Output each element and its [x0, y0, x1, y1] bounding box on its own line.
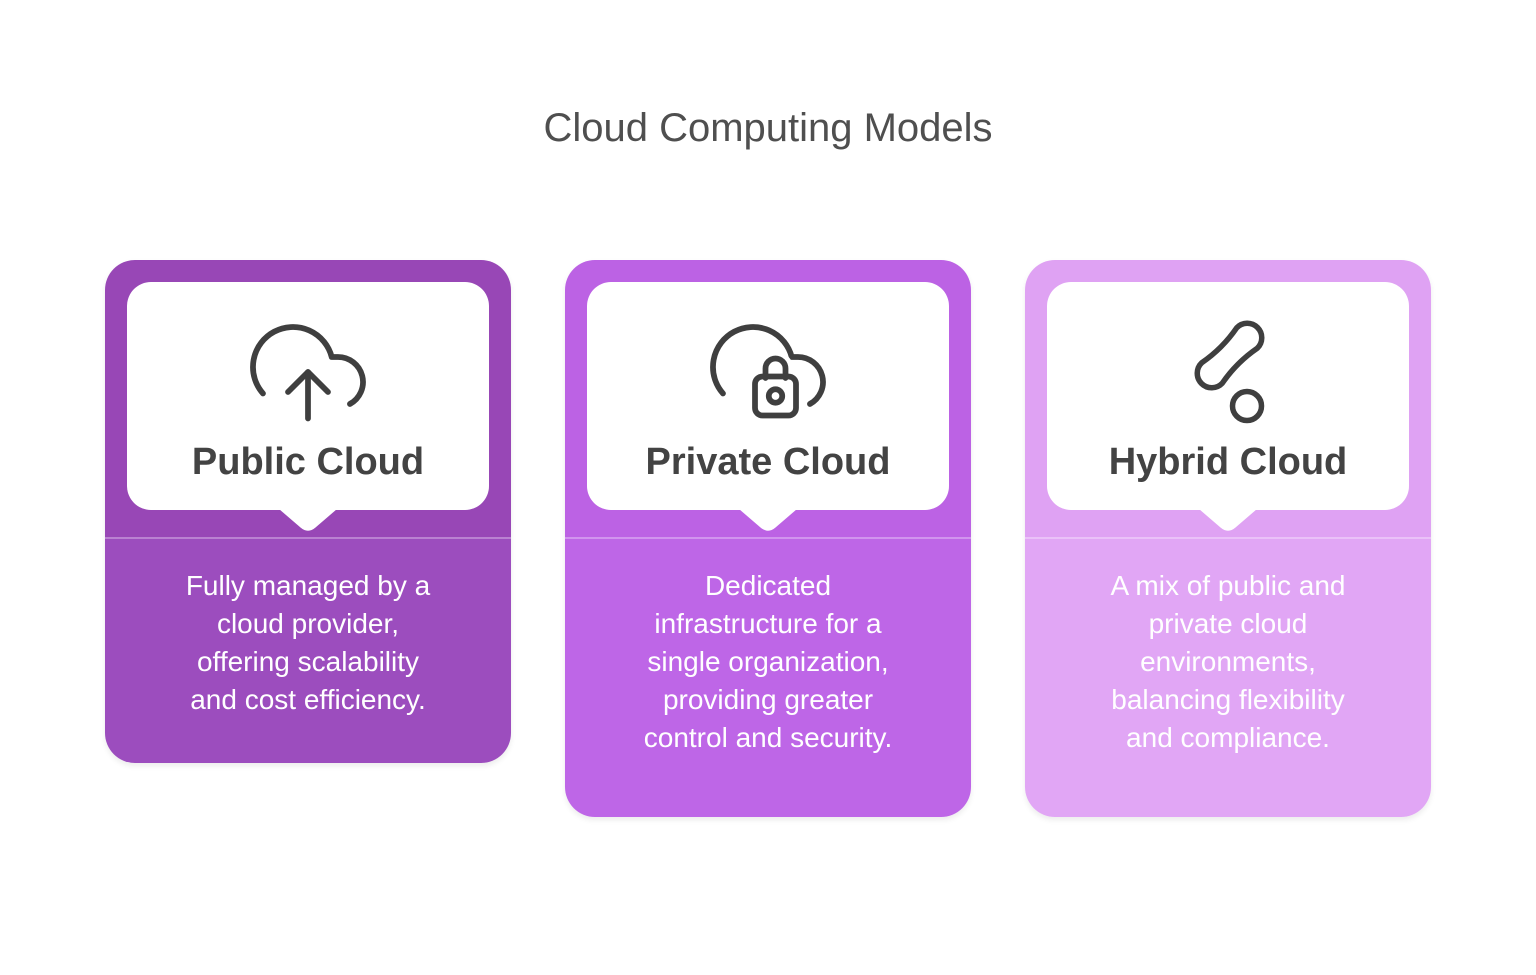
- card-header: Private Cloud: [565, 260, 971, 537]
- card-description: A mix of public and private cloud enviro…: [1110, 570, 1346, 753]
- cards-row: Public Cloud Fully managed by a cloud pr…: [0, 260, 1536, 817]
- icon-box: [248, 306, 368, 438]
- icon-box: [1168, 306, 1288, 438]
- card-title: Hybrid Cloud: [1108, 441, 1348, 483]
- cloud-upload-icon: [250, 324, 366, 422]
- card-title: Private Cloud: [645, 441, 891, 483]
- title-bubble: Hybrid Cloud: [1047, 282, 1409, 510]
- hybrid-nodes-icon: [1194, 320, 1265, 424]
- title-bubble: Public Cloud: [127, 282, 489, 510]
- card-description: Fully managed by a cloud provider, offer…: [185, 570, 431, 715]
- page-title: Cloud Computing Models: [543, 106, 993, 150]
- card-body: Fully managed by a cloud provider, offer…: [105, 537, 511, 763]
- cloud-lock-icon: [710, 324, 826, 422]
- icon-box: [708, 306, 828, 438]
- card-private-cloud: Private Cloud Dedicated infrastructure f…: [565, 260, 971, 817]
- bubble-tail-icon: [279, 509, 337, 531]
- card-description: Dedicated infrastructure for a single or…: [643, 570, 893, 753]
- card-body: A mix of public and private cloud enviro…: [1025, 537, 1431, 817]
- card-hybrid-cloud: Hybrid Cloud A mix of public and private…: [1025, 260, 1431, 817]
- card-body: Dedicated infrastructure for a single or…: [565, 537, 971, 817]
- title-bubble: Private Cloud: [587, 282, 949, 510]
- card-public-cloud: Public Cloud Fully managed by a cloud pr…: [105, 260, 511, 763]
- card-header: Hybrid Cloud: [1025, 260, 1431, 537]
- bubble-tail-icon: [1199, 509, 1257, 531]
- bubble-tail-icon: [739, 509, 797, 531]
- card-title: Public Cloud: [191, 441, 425, 483]
- card-header: Public Cloud: [105, 260, 511, 537]
